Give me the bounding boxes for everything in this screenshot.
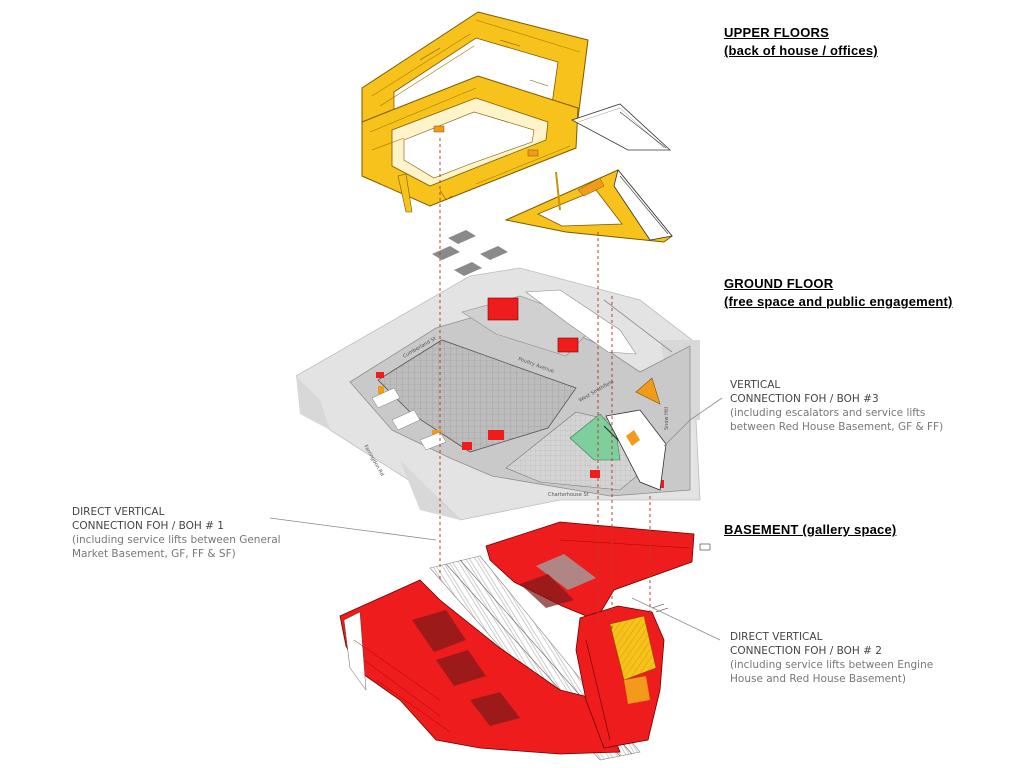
upper-floor-plan-lower: [361, 75, 579, 213]
note-foh3-line3: (including escalators and service lifts: [730, 407, 926, 419]
vertical-connection-lines: [439, 138, 651, 632]
street-label-5: Snow Hill: [664, 407, 670, 430]
street-label-6: Charterhouse St: [548, 492, 589, 498]
upper-floors-layer: [361, 11, 673, 243]
note-foh-boh-1: DIRECT VERTICAL CONNECTION FOH / BOH # 1…: [72, 505, 281, 561]
note-foh3-line1: VERTICAL: [730, 379, 781, 391]
leader-lines: [269, 299, 723, 641]
ground-floor-subtitle: (free space and public engagement): [724, 294, 953, 309]
note-foh2-line2: CONNECTION FOH / BOH # 2: [730, 645, 882, 657]
upper-wedge-plans: [504, 103, 673, 243]
note-foh-boh-2: DIRECT VERTICAL CONNECTION FOH / BOH # 2…: [730, 630, 933, 686]
note-foh2-line3: (including service lifts between Engine: [730, 659, 934, 671]
upper-floors-subtitle: (back of house / offices): [724, 43, 878, 58]
note-foh1-line3: (including service lifts between General: [72, 534, 281, 546]
note-foh1-line2: CONNECTION FOH / BOH # 1: [72, 520, 224, 532]
note-foh3-line4: between Red House Basement, GF & FF): [730, 421, 944, 433]
upper-floors-title: UPPER FLOORS: [724, 25, 829, 40]
note-foh2-line4: House and Red House Basement): [730, 673, 906, 685]
basement-title: BASEMENT (gallery space): [724, 522, 897, 537]
note-foh1-line4: Market Basement, GF, FF & SF): [72, 548, 236, 560]
ground-floor-layer: Cumberland St Farringdon Rd Poultry Aven…: [295, 267, 701, 521]
stair-cores: [432, 230, 508, 276]
basement-layer: [339, 521, 711, 761]
note-foh3-line2: CONNECTION FOH / BOH #3: [730, 393, 879, 405]
note-foh1-line1: DIRECT VERTICAL: [72, 506, 165, 518]
ground-floor-title: GROUND FLOOR: [724, 276, 834, 291]
note-foh2-line1: DIRECT VERTICAL: [730, 631, 823, 643]
note-foh-boh-3: VERTICAL CONNECTION FOH / BOH #3 (includ…: [730, 378, 943, 434]
